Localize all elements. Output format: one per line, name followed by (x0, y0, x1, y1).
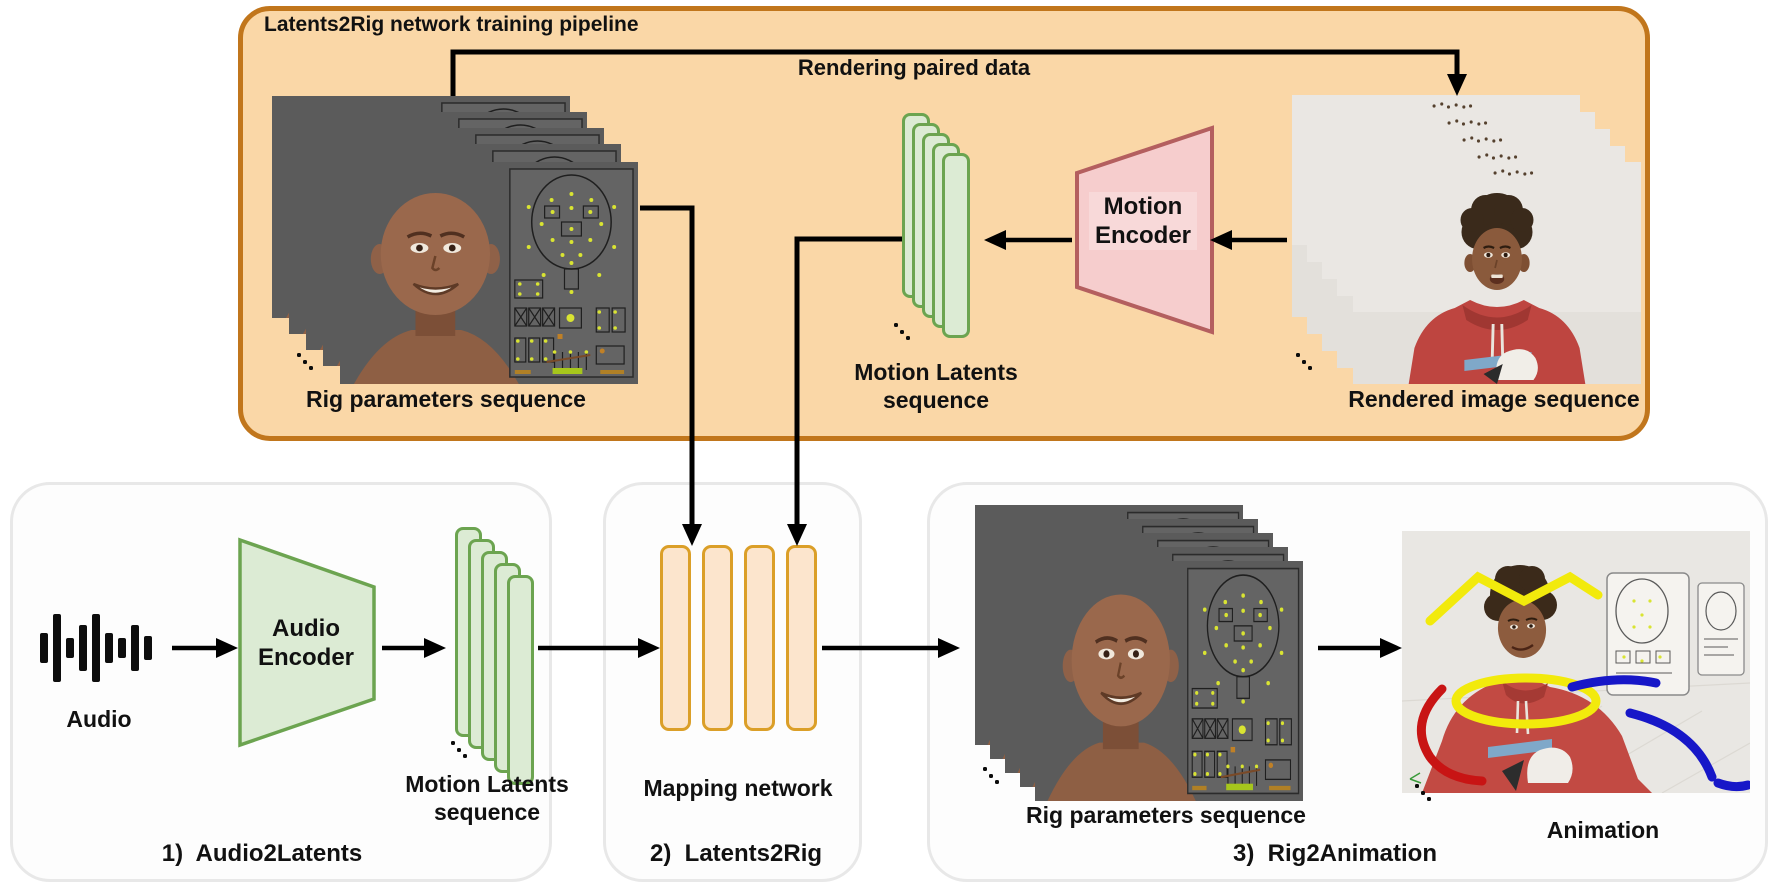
label-line: Encoder (1094, 222, 1192, 249)
rig-frame-image (340, 162, 638, 384)
sequence-ellipsis-icon (296, 352, 314, 370)
audio-label: Audio (66, 706, 132, 732)
rendering-paired-data-label: Rendering paired data (797, 55, 1031, 80)
latent-vector (942, 153, 970, 338)
stage1-caption: 1) Audio2Latents (161, 840, 363, 867)
animation-image (1402, 531, 1750, 793)
label-line: sequence (882, 387, 990, 413)
label-line: sequence (433, 799, 541, 825)
sequence-ellipsis-icon (1295, 352, 1313, 370)
label-line: Audio (272, 615, 340, 642)
label-line: Encoder (257, 644, 355, 671)
sequence-ellipsis-icon (982, 766, 1000, 784)
label-line: Motion Latents (405, 771, 569, 797)
rendered-image-sequence-label: Rendered image sequence (1348, 386, 1640, 412)
mapping-network-label: Mapping network (643, 775, 833, 801)
audio-waveform-icon (40, 610, 158, 686)
sequence-ellipsis-icon (893, 322, 911, 340)
rig-frame-image (1035, 561, 1303, 801)
rendered-frame-image (1353, 162, 1641, 384)
training-box-title: Latents2Rig network training pipeline (264, 13, 639, 36)
rig-parameters-stack-training (272, 96, 642, 388)
mapping-layer (702, 545, 733, 731)
animation-label: Animation (1546, 817, 1660, 843)
rendered-image-stack (1292, 95, 1644, 387)
latent-vector (507, 575, 534, 785)
label-line: Motion (1103, 193, 1183, 220)
sequence-ellipsis-icon (450, 740, 468, 758)
stage3-caption: 3) Rig2Animation (1232, 840, 1438, 867)
rig-parameters-sequence-label-stage3: Rig parameters sequence (1026, 802, 1306, 828)
mapping-layer (786, 545, 817, 731)
audio-encoder-shape (238, 537, 376, 748)
mapping-layer (660, 545, 691, 731)
rig-parameters-sequence-label: Rig parameters sequence (306, 386, 586, 412)
label-line: Motion Latents (854, 359, 1018, 385)
mapping-layer (744, 545, 775, 731)
rig-parameters-stack-stage3 (975, 505, 1305, 803)
sequence-ellipsis-icon (1414, 783, 1432, 801)
stage2-caption: 2) Latents2Rig (649, 840, 823, 867)
